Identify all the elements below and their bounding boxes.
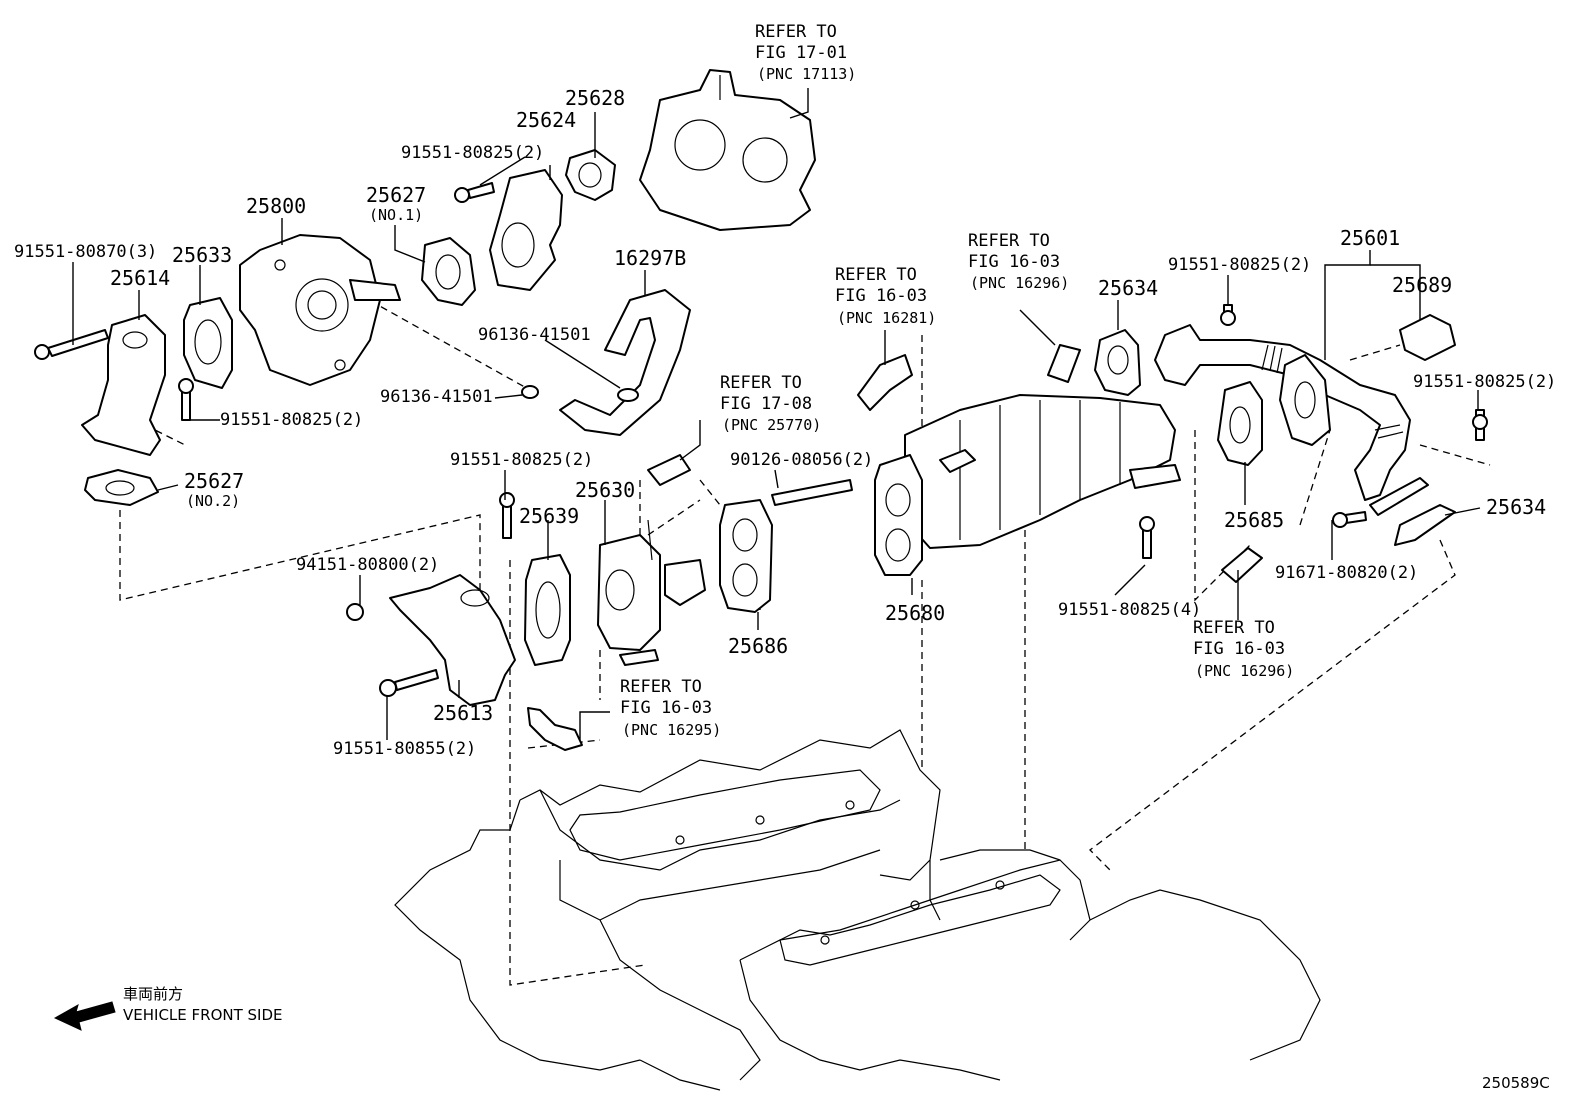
pipe-ref-17-08 xyxy=(647,454,691,486)
label-96136-b: 96136-41501 xyxy=(380,387,493,407)
front-arrow-icon xyxy=(53,1001,116,1031)
gasket-25686 xyxy=(719,499,773,613)
ref-25770-line1: REFER TO xyxy=(720,373,802,393)
label-91551-80825-e: 91551-80825(2) xyxy=(1413,372,1556,392)
ref-16296-b-line2: FIG 16-03 xyxy=(1193,639,1285,659)
label-25800: 25800 xyxy=(246,194,306,218)
label-91551-80825-d: 91551-80825(2) xyxy=(1168,255,1311,275)
ref-25770-line3: (PNC 25770) xyxy=(722,416,821,434)
clip-25689 xyxy=(1399,314,1456,361)
front-label-jp: 車両前方 xyxy=(123,985,183,1003)
gasket-25634-right xyxy=(1369,477,1456,546)
ref-16296-a-line3: (PNC 16296) xyxy=(970,274,1069,292)
ref-16281-line1: REFER TO xyxy=(835,265,917,285)
label-25601: 25601 xyxy=(1340,226,1400,250)
ref-16295-line2: FIG 16-03 xyxy=(620,698,712,718)
ref-16281-line2: FIG 16-03 xyxy=(835,286,927,306)
ref-17-01-line3: (PNC 17113) xyxy=(757,65,856,83)
label-25689: 25689 xyxy=(1392,273,1452,297)
label-91551-80825-c: 91551-80825(2) xyxy=(450,450,593,470)
label-91551-80825-4: 91551-80825(4) xyxy=(1058,600,1201,620)
vehicle-front-indicator: 車両前方 VEHICLE FRONT SIDE xyxy=(53,985,283,1031)
ref-16295-line1: REFER TO xyxy=(620,677,702,697)
gasket-25627-no1 xyxy=(421,237,476,306)
label-16297b: 16297B xyxy=(614,246,686,270)
label-96136-a: 96136-41501 xyxy=(478,325,591,345)
gasket-25685 xyxy=(1217,381,1263,466)
hose-clamps xyxy=(521,385,639,402)
bolts xyxy=(34,182,1488,697)
egr-pipe-25601 xyxy=(1154,324,1411,501)
label-25634-top: 25634 xyxy=(1098,276,1158,300)
label-91551-80825-b: 91551-80825(2) xyxy=(220,410,363,430)
ref-16296-a-line1: REFER TO xyxy=(968,231,1050,251)
label-25633: 25633 xyxy=(172,243,232,267)
valve-25630 xyxy=(597,519,706,666)
label-25639: 25639 xyxy=(519,504,579,528)
front-label-en: VEHICLE FRONT SIDE xyxy=(123,1006,283,1024)
ref-17-01-line2: FIG 17-01 xyxy=(755,43,847,63)
egr-valve-25800 xyxy=(239,234,401,386)
label-25627-no1-tag: (NO.1) xyxy=(369,206,423,224)
part-labels: 25601 25689 25634 25634 25685 25680 2568… xyxy=(14,86,1556,759)
stud-90126 xyxy=(771,479,853,506)
ref-25770-line2: FIG 17-08 xyxy=(720,394,812,414)
pipe-ref-16296-top xyxy=(1047,344,1081,383)
engine-block-outline xyxy=(394,729,1321,1091)
label-25613: 25613 xyxy=(433,701,493,725)
drawing-id: 250589C xyxy=(1482,1074,1550,1092)
label-25624: 25624 xyxy=(516,108,576,132)
label-25628: 25628 xyxy=(565,86,625,110)
label-25627-no2-tag: (NO.2) xyxy=(186,492,240,510)
elbow-25614 xyxy=(81,314,166,456)
hose-16297b xyxy=(559,289,691,436)
leader-lines xyxy=(72,88,1481,740)
label-25680: 25680 xyxy=(885,601,945,625)
label-25627-no1: 25627 xyxy=(366,183,426,207)
pipe-ref-16295 xyxy=(527,707,583,751)
label-91551-80855: 91551-80855(2) xyxy=(333,739,476,759)
label-94151-80800: 94151-80800(2) xyxy=(296,555,439,575)
label-91551-80825-a: 91551-80825(2) xyxy=(401,143,544,163)
label-91551-80870: 91551-80870(3) xyxy=(14,242,157,262)
ref-16295-line3: (PNC 16295) xyxy=(622,721,721,739)
ref-16296-a-line2: FIG 16-03 xyxy=(968,252,1060,272)
ref-17-01-line1: REFER TO xyxy=(755,22,837,42)
pipe-ref-16281 xyxy=(857,354,913,411)
cover-25624 xyxy=(489,169,563,291)
label-25627-no2: 25627 xyxy=(184,469,244,493)
ref-16296-b-line1: REFER TO xyxy=(1193,618,1275,638)
pipe-ref-16296-bottom xyxy=(1221,547,1263,583)
gasket-25627-no2 xyxy=(84,469,159,506)
bracket-25613 xyxy=(389,574,516,706)
label-90126-08056: 90126-08056(2) xyxy=(730,450,873,470)
gasket-25634-top xyxy=(1094,329,1141,396)
reference-labels: REFER TO FIG 17-01 (PNC 17113) REFER TO … xyxy=(620,22,1294,739)
label-25686: 25686 xyxy=(728,634,788,658)
gasket-25633 xyxy=(183,297,233,389)
label-25685: 25685 xyxy=(1224,508,1284,532)
throttle-body-ref xyxy=(639,69,816,231)
label-91671-80820: 91671-80820(2) xyxy=(1275,563,1418,583)
ref-16296-b-line3: (PNC 16296) xyxy=(1195,662,1294,680)
label-25630: 25630 xyxy=(575,478,635,502)
gasket-25628 xyxy=(565,149,616,201)
egr-cooler-25680 xyxy=(874,394,1181,576)
gasket-25639 xyxy=(524,554,571,666)
label-25634-right: 25634 xyxy=(1486,495,1546,519)
label-25614: 25614 xyxy=(110,266,170,290)
ref-16281-line3: (PNC 16281) xyxy=(837,309,936,327)
